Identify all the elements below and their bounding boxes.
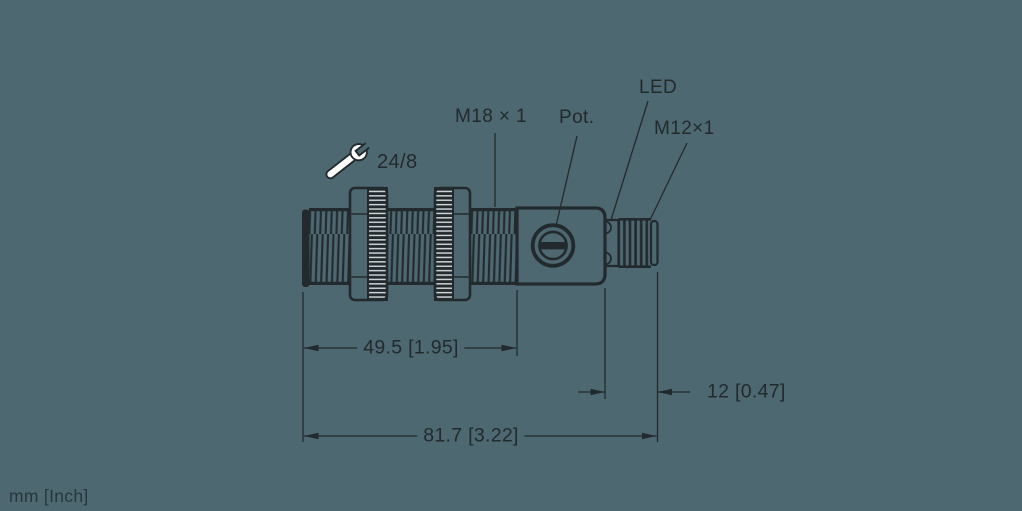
units-label: mm [Inch] — [9, 486, 89, 506]
connector-threads — [618, 218, 651, 268]
thread-length-dimension: 49.5 [1.95] — [357, 338, 465, 358]
led-window-section — [604, 218, 620, 268]
connector-size-label: M12×1 — [654, 118, 715, 139]
connector-length-dimension: 12 [0.47] — [701, 382, 792, 402]
thread-size-label: M18 × 1 — [455, 106, 527, 127]
overall-length-dimension: 81.7 [3.22] — [417, 426, 525, 446]
lock-nut-1 — [348, 186, 389, 302]
extension-lines — [302, 272, 659, 442]
barrel-threads — [309, 208, 517, 285]
connector-end-cap — [649, 219, 659, 267]
sensor-face — [302, 209, 310, 287]
wrench-icon — [325, 142, 370, 180]
sensor-housing — [515, 206, 607, 286]
wrench-size-label: 24/8 — [377, 151, 418, 173]
led-label: LED — [639, 77, 678, 98]
potentiometer — [530, 223, 576, 268]
lock-nut-2 — [433, 186, 472, 302]
pot-label: Pot. — [559, 107, 595, 128]
leader-lines — [494, 100, 688, 227]
